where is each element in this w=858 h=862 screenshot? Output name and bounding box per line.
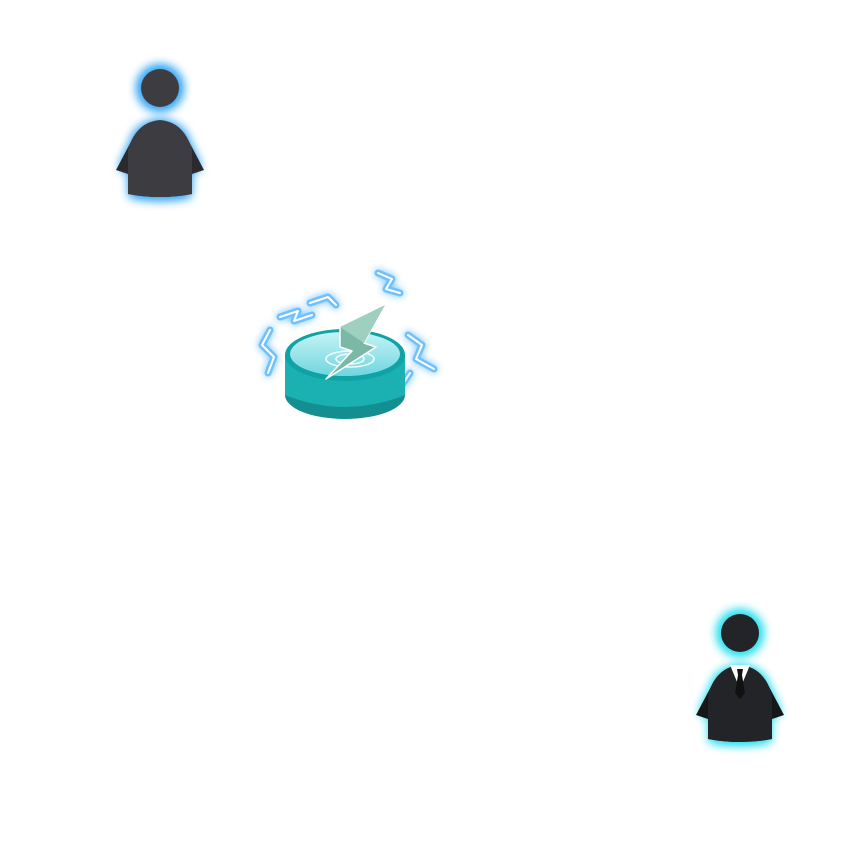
businessman-icon[interactable]: [680, 595, 800, 760]
person-icon[interactable]: [100, 50, 220, 215]
energy-platform-icon[interactable]: [240, 255, 455, 440]
